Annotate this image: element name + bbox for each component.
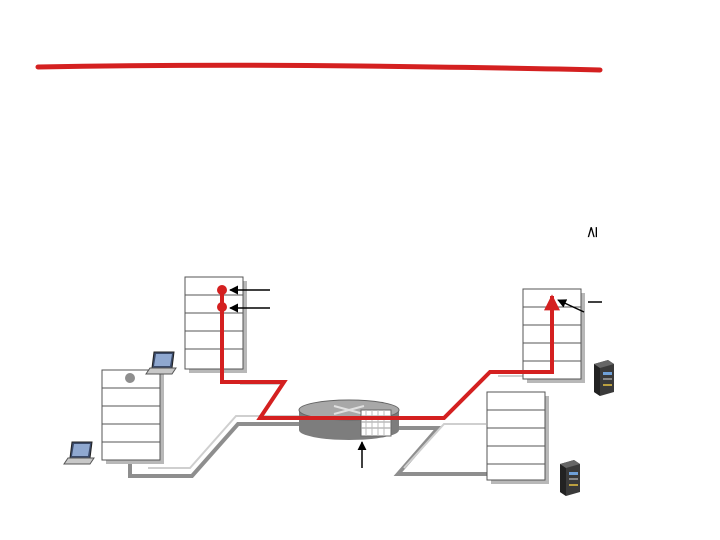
laptop-icon [63,441,95,465]
stack-bottom-right [486,391,549,484]
rotated-glyph: ≥ [582,225,601,239]
red-dot-lower [217,302,227,312]
title-underline [35,62,603,73]
gray-dot [125,373,135,383]
server-icon [560,460,580,496]
red-dot-upper [217,285,227,295]
stack-top-left [184,276,247,373]
red-flow-path [220,290,560,420]
laptop-icon [145,351,177,375]
server-icon [594,360,614,396]
pointer-arrow-3 [557,299,585,313]
stack-bottom-left [101,369,164,464]
